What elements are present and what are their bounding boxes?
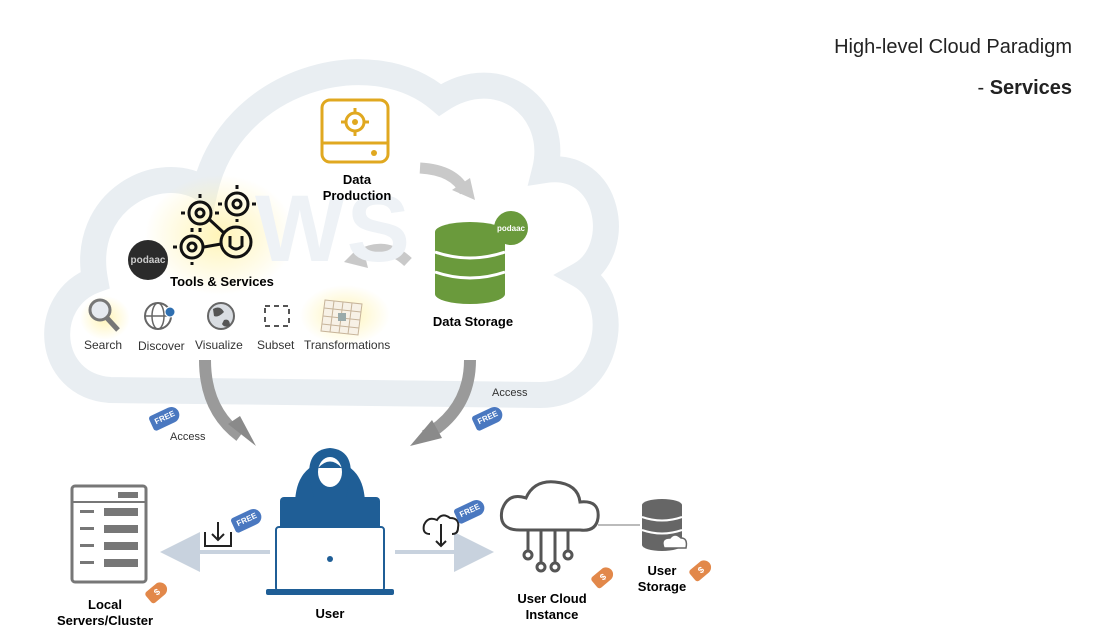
cloud-download-icon: [422, 514, 460, 548]
background-cloud-outline: [44, 59, 619, 409]
magnifier-icon: [88, 298, 120, 332]
tool-label-discover: Discover: [138, 339, 185, 353]
globe-icon: [207, 302, 235, 330]
globe-search-icon: [144, 302, 176, 330]
user-cloud-instance-label: User Cloud Instance: [517, 591, 587, 622]
local-servers-label: Local Servers/Cluster: [56, 597, 154, 628]
podaac-logo-green: podaac: [494, 211, 528, 245]
tools-to-user-arrow: [199, 359, 244, 441]
tool-label-subset: Subset: [257, 338, 295, 352]
page-subtitle: - Services: [977, 77, 1072, 99]
user-storage-icon: [641, 499, 688, 551]
grid-projection-icon: [320, 299, 363, 336]
data-production-icon: [320, 98, 390, 164]
access-label-right: Access: [492, 387, 528, 399]
access-label-left: Access: [170, 431, 206, 443]
server-rack-icon: [70, 484, 148, 584]
tool-label-visualize: Visualize: [195, 338, 243, 352]
user-label: User: [315, 606, 345, 621]
data-production-label: Data Production: [322, 172, 392, 203]
dashed-square-icon: [264, 305, 290, 327]
cloud-instance-icon: [499, 480, 600, 573]
tool-label-transformations: Transformations: [304, 338, 391, 352]
tools-services-label: Tools & Services: [170, 274, 274, 289]
tool-label-search: Search: [84, 338, 123, 352]
download-icon: [204, 522, 232, 547]
podaac-logo-dark: podaac: [128, 240, 168, 280]
gears-icon: [179, 191, 253, 260]
user-storage-label: User Storage: [637, 563, 687, 594]
data-storage-label: Data Storage: [432, 314, 514, 329]
page-title: High-level Cloud Paradigm: [834, 36, 1072, 58]
aws-watermark: WS: [255, 176, 413, 282]
data-storage-icon: [434, 222, 506, 304]
user-icon: [266, 448, 394, 595]
